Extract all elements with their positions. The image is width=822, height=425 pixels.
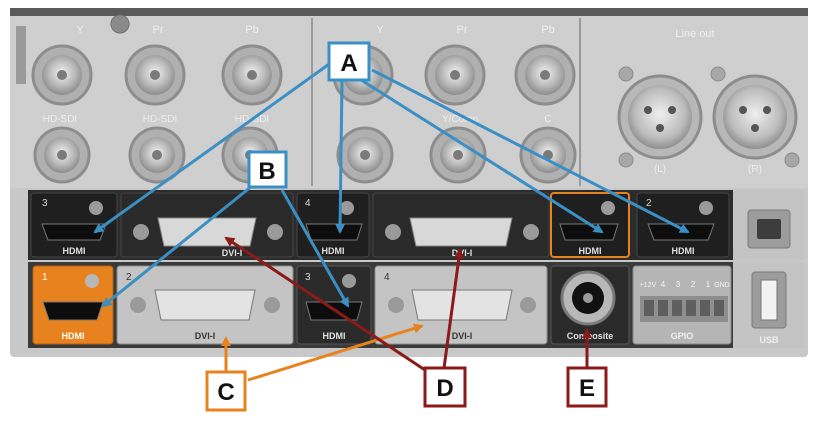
- xlr-label-right: (R): [748, 164, 762, 175]
- usb-label: USB: [759, 335, 779, 345]
- callout-d-lines: [224, 236, 464, 374]
- bnc-connector: [128, 126, 186, 184]
- hdmi-port: 3 HDMI: [296, 265, 372, 345]
- gpio-label: GPIO: [671, 331, 694, 341]
- callout-b-label: B: [258, 158, 275, 185]
- callout-a-label: A: [340, 50, 357, 77]
- header-y: Y: [376, 24, 384, 36]
- composite-port: Composite: [550, 265, 630, 345]
- y-comp-label: Y/Comp: [442, 114, 479, 125]
- bnc-connector: [519, 126, 577, 184]
- callout-c-lines: [221, 323, 424, 382]
- hdmi-port: 4 HDMI: [296, 192, 370, 258]
- port-label: DVI-I: [452, 248, 473, 258]
- port-number: 2: [126, 272, 132, 283]
- bnc-connector: [429, 126, 487, 184]
- callout-e: E: [566, 366, 608, 408]
- hdmi-port: 2 HDMI: [636, 192, 730, 258]
- dvi-port: DVI-I: [120, 192, 294, 258]
- gpio-pin-label: 2: [691, 280, 696, 289]
- xlr-connector-right: [710, 66, 800, 168]
- hd-sdi-label: HD-SDI: [143, 114, 177, 125]
- usb-b-port: [747, 209, 791, 249]
- dvi-port: DVI-I: [372, 192, 550, 258]
- port-number: 2: [646, 198, 652, 209]
- screw: [110, 14, 130, 34]
- dvi-port: 2 DVI-I: [116, 265, 294, 345]
- gpio-pin-label: 3: [676, 280, 681, 289]
- bnc-connector: [31, 44, 93, 106]
- port-label: Composite: [567, 331, 614, 341]
- callout-a: A: [327, 41, 371, 82]
- bnc-connector: [221, 44, 283, 106]
- port-number: 4: [305, 198, 311, 209]
- gpio-terminal: +12V 4 3 2 1 GND GPIO: [632, 265, 732, 345]
- header-y: Y: [76, 24, 84, 36]
- port-label: HDMI: [672, 246, 695, 256]
- bnc-connector: [514, 44, 576, 106]
- hdmi-port-highlighted: 1 HDMI: [32, 265, 114, 345]
- port-label: DVI-I: [452, 331, 473, 341]
- gpio-pin-label: 4: [661, 280, 666, 289]
- callout-e-label: E: [579, 375, 595, 402]
- port-label: HDMI: [323, 331, 346, 341]
- callout-d-label: D: [436, 375, 453, 402]
- port-label: DVI-I: [195, 331, 216, 341]
- header-pb: Pb: [245, 24, 258, 36]
- gpio-pin-label: +12V: [640, 282, 657, 289]
- header-pr: Pr: [153, 24, 164, 36]
- port-label: DVI-I: [222, 248, 243, 258]
- header-pr: Pr: [457, 24, 468, 36]
- port-number: 4: [384, 272, 390, 283]
- vent-slot: [16, 26, 26, 84]
- callout-a-lines: [93, 60, 690, 234]
- bnc-connector: [424, 44, 486, 106]
- port-label: HDMI: [579, 246, 602, 256]
- gpio-pin-label: 1: [706, 280, 711, 289]
- bnc-connector: [336, 126, 394, 184]
- port-label: HDMI: [62, 331, 85, 341]
- callout-d: D: [423, 366, 467, 408]
- port-number: 1: [42, 272, 48, 283]
- header-pb: Pb: [541, 24, 554, 36]
- xlr-label-left: (L): [654, 164, 666, 175]
- port-label: HDMI: [63, 246, 86, 256]
- callout-c-label: C: [217, 379, 234, 406]
- hdmi-port: 3 HDMI: [30, 192, 118, 258]
- bnc-connector: [33, 126, 91, 184]
- c-label: C: [544, 114, 551, 125]
- port-number: 3: [42, 198, 48, 209]
- port-number: 3: [305, 272, 311, 283]
- callout-c: C: [205, 370, 247, 412]
- chassis-top-edge: [10, 8, 808, 16]
- bnc-connector: [124, 44, 186, 106]
- usb-a-port: USB: [751, 271, 787, 345]
- callout-b-lines: [101, 184, 350, 308]
- callout-b: B: [247, 150, 288, 189]
- port-label: HDMI: [322, 246, 345, 256]
- xlr-connector-left: [617, 66, 703, 168]
- gpio-pin-label: GND: [714, 282, 730, 289]
- header-line-out: Line out: [675, 28, 714, 40]
- hd-sdi-label: HD-SDI: [43, 114, 77, 125]
